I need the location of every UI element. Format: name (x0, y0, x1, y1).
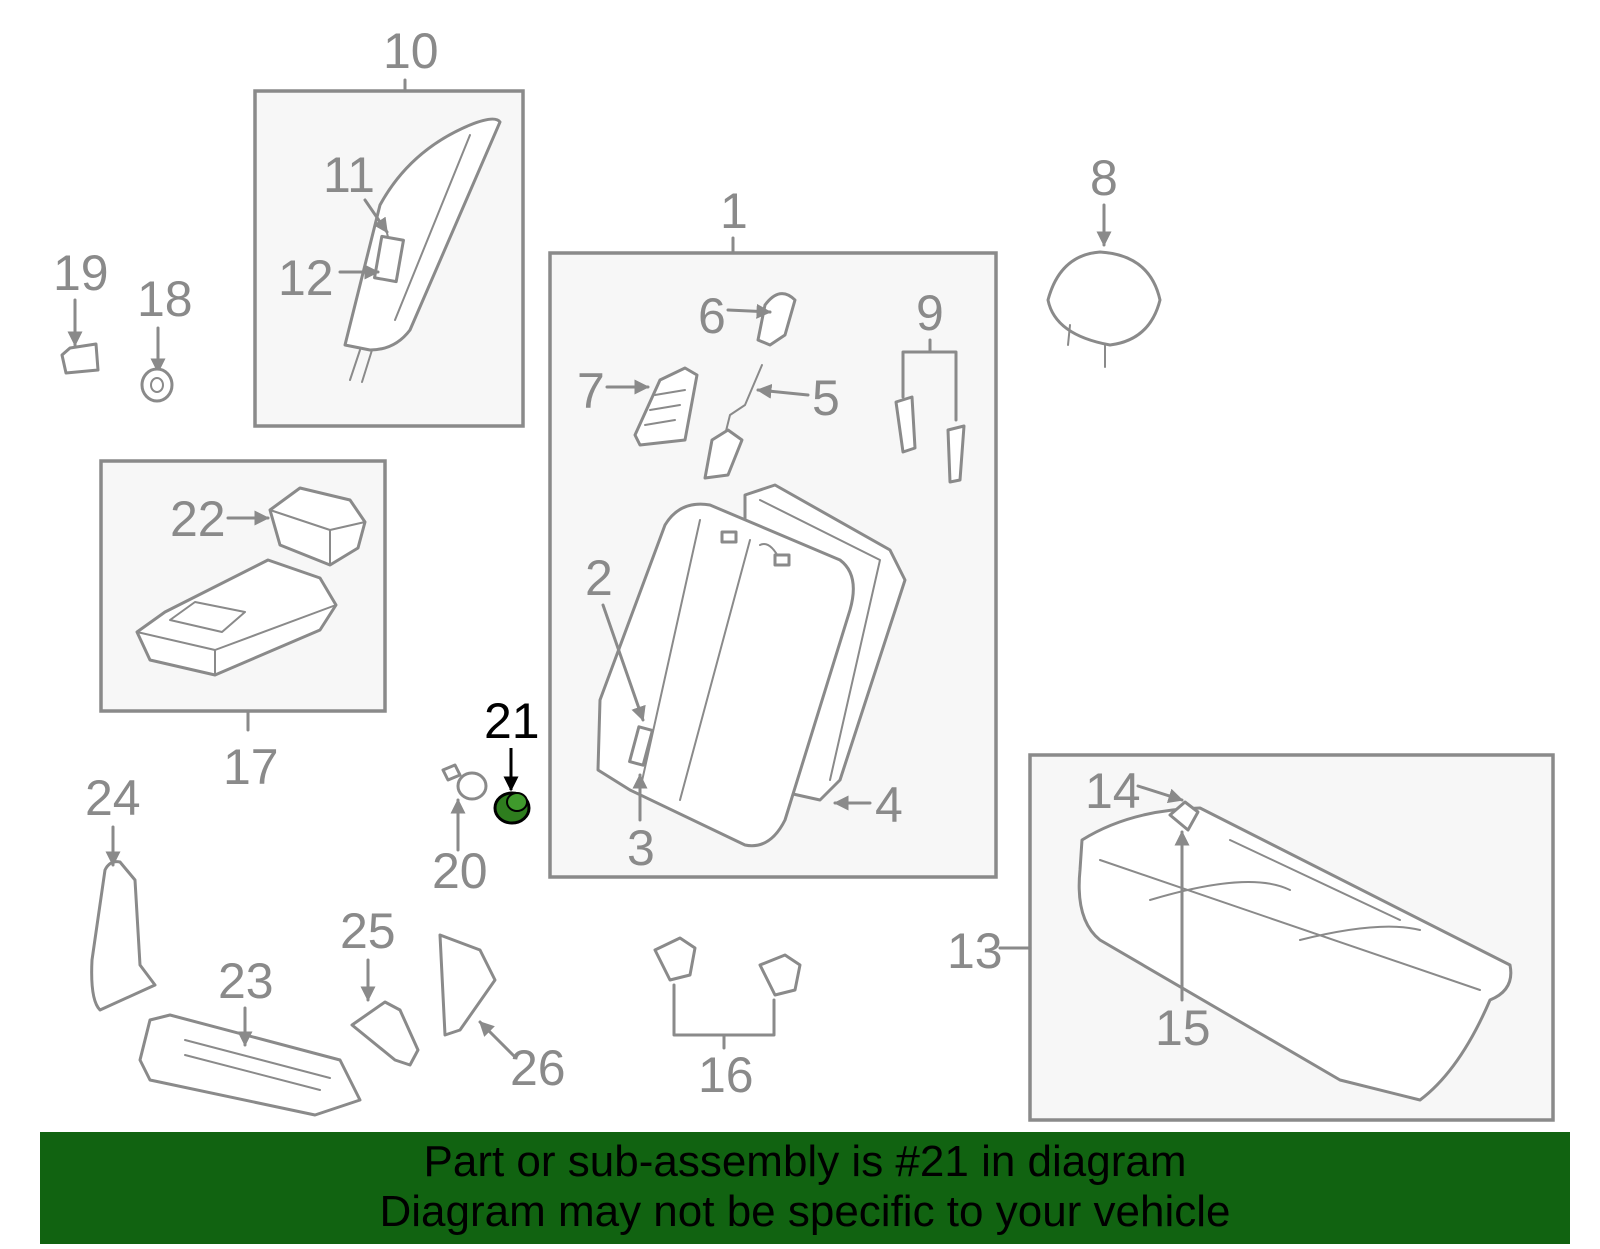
part-2-3-hinge (628, 725, 654, 767)
parts-18-19 (60, 298, 174, 403)
callout-14: 14 (1085, 763, 1141, 819)
leader-9 (901, 338, 958, 422)
part-26-bracket (438, 933, 497, 1037)
box-17-armrest-group (99, 459, 387, 732)
side-trim-clip (349, 349, 373, 383)
box-13-seat-cushion-group (998, 753, 1555, 1122)
callout-labels: 10 11 12 19 18 22 17 21 20 1 6 7 5 9 2 3… (53, 23, 1211, 1103)
callout-2: 2 (585, 550, 613, 606)
part-7-ribs (644, 389, 686, 426)
callout-19: 19 (53, 245, 109, 301)
callout-7: 7 (577, 363, 605, 419)
part-12-clip (373, 234, 405, 284)
seat-cushion-body (1077, 806, 1513, 1102)
part-16-hooks-group (653, 936, 802, 1050)
parts-20-21 (441, 748, 531, 852)
headrest-pad (1046, 250, 1162, 347)
callout-18: 18 (137, 271, 193, 327)
leader-5 (756, 383, 810, 399)
parts-23-26-brackets (90, 825, 517, 1117)
seat-back-slot-b (773, 553, 791, 567)
callout-4: 4 (875, 777, 903, 833)
callout-20: 20 (432, 843, 488, 899)
part-25-bracket (350, 1000, 420, 1067)
part-22-edges (269, 509, 366, 566)
part-19-cap (60, 342, 100, 375)
leader-14 (1136, 784, 1184, 804)
callout-13: 13 (947, 923, 1003, 979)
part-24-bracket (90, 860, 157, 1012)
banner-line-2: Diagram may not be specific to your vehi… (379, 1187, 1231, 1236)
callout-8: 8 (1090, 150, 1118, 206)
part-20-bolt-head (456, 771, 488, 801)
callout-5: 5 (812, 370, 840, 426)
leader-11 (363, 198, 389, 234)
banner-line-1: Part or sub-assembly is #21 in diagram (423, 1137, 1187, 1186)
headrest-posts (1067, 324, 1106, 368)
armrest-cupholder (136, 601, 337, 676)
part-9-pin-b (946, 424, 966, 484)
box-1-seat-back-group (548, 236, 998, 879)
callout-6: 6 (698, 288, 726, 344)
part-5-bracket (703, 428, 744, 480)
seat-back-cushion (596, 502, 855, 848)
leader-6 (726, 303, 772, 319)
box-10-side-trim-group (253, 78, 525, 428)
seat-back-slot-a (720, 530, 738, 544)
callout-23: 23 (218, 953, 274, 1009)
callout-10: 10 (383, 23, 439, 79)
part-9-pin-a (894, 395, 917, 454)
seat-cushion-seams (1099, 839, 1481, 991)
callout-11: 11 (323, 147, 375, 203)
callout-3: 3 (627, 820, 655, 876)
part-20-stem (441, 763, 462, 782)
part-8-headrest-group (1046, 203, 1162, 368)
part-18-washer (140, 367, 174, 403)
part-18-hole (150, 377, 164, 393)
leader-2 (601, 603, 646, 722)
callout-16: 16 (698, 1047, 754, 1103)
leader-26 (478, 1020, 517, 1059)
callout-12: 12 (278, 250, 334, 306)
callout-24: 24 (85, 770, 141, 826)
part-23-rail (138, 1013, 362, 1117)
callout-25: 25 (340, 903, 396, 959)
callout-1: 1 (720, 183, 748, 239)
part-21-face (506, 792, 528, 812)
callout-9: 9 (916, 285, 944, 341)
part-16-hook-b (758, 953, 802, 997)
callout-26: 26 (510, 1040, 566, 1096)
info-banner: Part or sub-assembly is #21 in diagram D… (40, 1132, 1570, 1244)
side-trim-panel (343, 117, 502, 352)
part-14-15-clip (1168, 800, 1200, 832)
callout-15: 15 (1155, 1000, 1211, 1056)
seat-back-frame-inner (759, 499, 881, 781)
part-16-hook-a (653, 936, 697, 982)
leader-16 (672, 983, 776, 1050)
part-23-slots (184, 1039, 331, 1091)
callout-22: 22 (170, 491, 226, 547)
part-5-rod (724, 364, 763, 436)
callout-21: 21 (484, 693, 540, 749)
callout-17: 17 (223, 739, 279, 795)
